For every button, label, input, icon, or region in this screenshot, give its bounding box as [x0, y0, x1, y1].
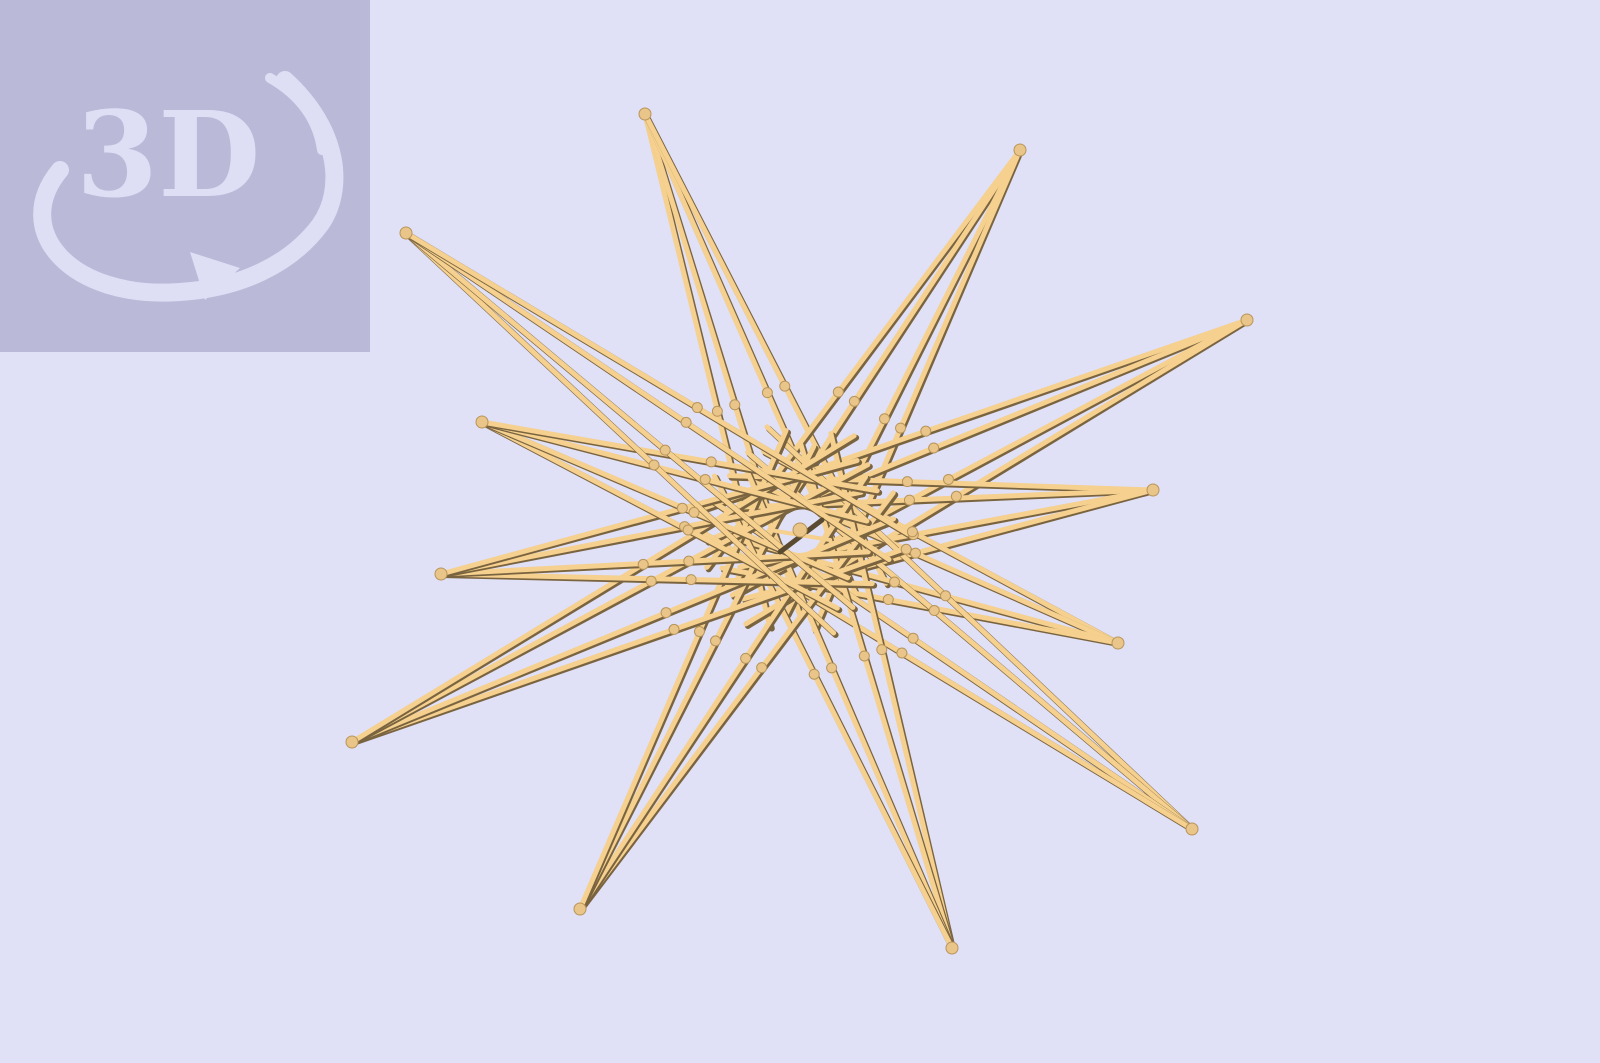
- rod-joint: [659, 444, 671, 456]
- rods-group: [349, 111, 1251, 952]
- rod-joint: [693, 626, 705, 638]
- rod: [798, 442, 955, 951]
- rod-joint: [808, 668, 820, 680]
- rod-joint: [705, 456, 717, 468]
- rod: [403, 230, 892, 563]
- rod-joint: [920, 425, 932, 437]
- rod-joint: [637, 558, 649, 570]
- tip-joint: [399, 226, 413, 240]
- rod: [577, 490, 896, 912]
- rod-joint: [909, 547, 921, 559]
- tip-joint: [475, 415, 489, 429]
- rod-joint: [858, 650, 870, 662]
- view-3d-badge[interactable]: 3D: [0, 0, 370, 352]
- tip-joint: [638, 107, 652, 121]
- joints-group: [345, 107, 1254, 955]
- rod-joint: [682, 524, 694, 536]
- rod-joint: [680, 416, 692, 428]
- tip-joint: [1185, 822, 1199, 836]
- rod-joint: [901, 476, 913, 488]
- rod-joint: [903, 494, 915, 506]
- rod-joint: [889, 576, 901, 588]
- rod: [438, 571, 875, 587]
- rod-joint: [826, 662, 838, 674]
- rod-joint: [685, 574, 697, 586]
- tip-joint: [573, 902, 587, 916]
- rod-joint: [928, 442, 940, 454]
- rod-joint: [895, 422, 907, 434]
- rod-joint: [928, 605, 940, 617]
- tip-joint: [1013, 143, 1027, 157]
- rod: [403, 230, 837, 636]
- rod: [577, 428, 789, 912]
- rod-joint: [691, 402, 703, 414]
- rod-joint: [710, 635, 722, 647]
- rod: [403, 230, 911, 537]
- tip-joint: [345, 735, 359, 749]
- rod-joint: [779, 380, 791, 392]
- rod: [403, 230, 856, 610]
- tip-joint: [1111, 636, 1125, 650]
- rod-joint: [756, 662, 768, 674]
- rod-joint: [683, 555, 695, 567]
- tip-joint: [1146, 483, 1160, 497]
- rod-joint: [882, 594, 894, 606]
- rod-joint: [900, 543, 912, 555]
- rod-joint: [660, 607, 672, 619]
- rod-joint: [878, 413, 890, 425]
- rod-joint: [848, 395, 860, 407]
- rod-joint: [907, 632, 919, 644]
- badge-label: 3D: [76, 85, 260, 224]
- rod-joint: [645, 575, 657, 587]
- rod-joint: [832, 386, 844, 398]
- rod-joint: [896, 647, 908, 659]
- rod: [577, 444, 817, 912]
- rod-joint: [676, 502, 688, 514]
- rod-joint: [876, 644, 888, 656]
- rod-joint: [950, 490, 962, 502]
- hub-joint: [792, 522, 808, 538]
- rotate-3d-icon: 3D: [33, 71, 344, 302]
- rod-joint: [711, 405, 723, 417]
- rod-joint: [729, 399, 741, 411]
- rod-joint: [906, 526, 918, 538]
- rod-joint: [688, 506, 700, 518]
- tip-joint: [434, 567, 448, 581]
- tip-joint: [1240, 313, 1254, 327]
- rod-joint: [699, 473, 711, 485]
- rod-joint: [940, 590, 952, 602]
- rod-joint: [668, 623, 680, 635]
- rod-joint: [740, 652, 752, 664]
- rod-joint: [648, 459, 660, 471]
- tip-joint: [945, 941, 959, 955]
- rod-joint: [761, 387, 773, 399]
- rod-joint: [942, 473, 954, 485]
